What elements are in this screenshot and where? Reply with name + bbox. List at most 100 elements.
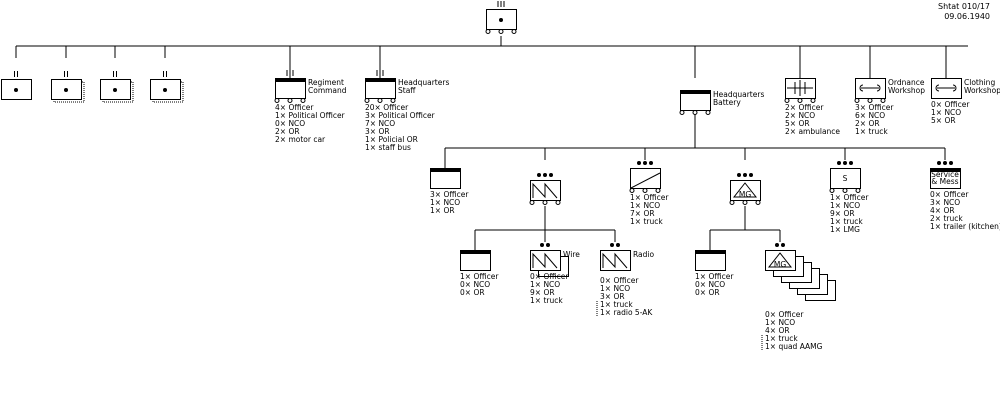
unit-service-mess-pers-line: 4× OR	[930, 206, 955, 215]
unit-sapper-platoon-pers-line: 1× Officer	[830, 193, 869, 202]
unit-headquarters-battery-label: Battery	[713, 98, 741, 107]
unit-service-mess-pers-line: 2× truck	[930, 214, 963, 223]
unit-battalion-3	[100, 71, 134, 103]
unit-service-mess-mark: Service	[931, 170, 959, 179]
unit-battalion-1	[1, 71, 32, 100]
unit-sapper-platoon-pers-line: 9× OR	[830, 209, 855, 218]
unit-sapper-platoon-pers-line: 1× LMG	[830, 225, 860, 234]
unit-ordnance-workshop-pers-line: 2× OR	[855, 119, 880, 128]
unit-ordnance-workshop-label: Ordnance	[888, 78, 925, 87]
unit-radio-squad-pers-line: 1× radio 5-AK	[600, 308, 653, 317]
unit-radio-squad-pers-line: 3× OR	[600, 292, 625, 301]
unit-service-mess-pers-line: 3× NCO	[930, 198, 960, 207]
unit-wire-squad-label: Wire	[563, 250, 580, 259]
unit-radio-squad-pers-line: 0× Officer	[600, 276, 639, 285]
unit-headquarters-staff-pers-line: 1× Policial OR	[365, 135, 418, 144]
unit-clothing-workshop-pers-line: 5× OR	[931, 116, 956, 125]
unit-radio-squad-pers-line: 1× truck	[600, 300, 633, 309]
unit-headquarters-staff-label: Staff	[398, 86, 416, 95]
unit-signal-command-pers-line: 0× NCO	[460, 280, 490, 289]
unit-service-mess-pers-line: 1× trailer (kitchen)	[930, 222, 1000, 231]
unit-headquarters-battery-label: Headquarters	[713, 90, 764, 99]
svg-text:Shtat 010/17: Shtat 010/17	[938, 2, 990, 11]
unit-aa-platoon: MG	[729, 173, 761, 205]
unit-recon-platoon-pers-line: 1× Officer	[630, 193, 669, 202]
unit-recon-platoon-pers-line: 1× truck	[630, 217, 663, 226]
unit-headquarters-staff-pers-line: 1× staff bus	[365, 143, 411, 152]
unit-signal-platoon	[529, 173, 561, 205]
unit-signal-command-pers-line: 1× Officer	[460, 272, 499, 281]
unit-recon-platoon-pers-line: 1× NCO	[630, 201, 660, 210]
unit-radio-squad-pers-line: 1× NCO	[600, 284, 630, 293]
unit-wire-squad-pers-line: 0× Officer	[530, 272, 569, 281]
unit-headquarters-staff-label: Headquarters	[398, 78, 449, 87]
unit-clothing-workshop-label: Clothing	[964, 78, 995, 87]
unit-aa-command-pers-line: 0× OR	[695, 288, 720, 297]
unit-regiment-command-pers-line: 0× NCO	[275, 119, 305, 128]
svg-text:09.06.1940: 09.06.1940	[944, 12, 990, 21]
unit-headquarters-staff-pers-line: 3× Political Officer	[365, 111, 436, 120]
unit-regiment	[485, 1, 517, 34]
unit-aa-mg-squads-pers-line: 1× quad AAMG	[765, 342, 823, 351]
unit-regiment-command-label: Command	[308, 86, 347, 95]
unit-medical-pers-line: 5× OR	[785, 119, 810, 128]
unit-medical-pers-line: 2× ambulance	[785, 127, 840, 136]
unit-service-mess-pers-line: 0× Officer	[930, 190, 969, 199]
unit-service-mess-mark: & Mess	[931, 177, 958, 186]
connector-lines	[15, 36, 968, 250]
unit-regiment-command-pers-line: 2× OR	[275, 127, 300, 136]
unit-headquarters-staff-pers-line: 3× OR	[365, 127, 390, 136]
unit-wire-squad-pers-line: 9× OR	[530, 288, 555, 297]
unit-battalion-4	[150, 71, 184, 103]
unit-clothing-workshop-label: Workshop	[964, 86, 1000, 95]
unit-medical-pers-line: 2× Officer	[785, 103, 824, 112]
unit-aa-mg-squads-pers-line: 1× truck	[765, 334, 798, 343]
unit-battery-command-pers-line: 3× Officer	[430, 190, 469, 199]
unit-aa-mg-squads-pers-line: 0× Officer	[765, 310, 804, 319]
unit-ordnance-workshop-pers-line: 1× truck	[855, 127, 888, 136]
unit-clothing-workshop-pers-line: 0× Officer	[931, 100, 970, 109]
unit-wire-squad-pers-line: 1× NCO	[530, 280, 560, 289]
unit-radio-squad-label: Radio	[633, 250, 654, 259]
unit-aa-platoon-mark: MG	[739, 190, 751, 199]
unit-sapper-platoon-pers-line: 1× truck	[830, 217, 863, 226]
unit-aa-command-pers-line: 1× Officer	[695, 272, 734, 281]
unit-battery-command-pers-line: 1× OR	[430, 206, 455, 215]
header-code: Shtat 010/17	[938, 2, 990, 11]
header-date: 09.06.1940	[944, 12, 990, 21]
unit-aa-mg-squads-mark: MG	[774, 260, 786, 269]
unit-regiment-command-pers-line: 1× Political Officer	[275, 111, 346, 120]
unit-signal-command-pers-line: 0× OR	[460, 288, 485, 297]
unit-regiment-command-pers-line: 2× motor car	[275, 135, 326, 144]
unit-ordnance-workshop-label: Workshop	[888, 86, 925, 95]
unit-battalion-2	[51, 71, 85, 103]
unit-recon-platoon-pers-line: 7× OR	[630, 209, 655, 218]
unit-ordnance-workshop-pers-line: 3× Officer	[855, 103, 894, 112]
unit-regiment-command-label: Regiment	[308, 78, 344, 87]
unit-medical-pers-line: 2× NCO	[785, 111, 815, 120]
unit-aa-mg-squads-pers-line: 1× NCO	[765, 318, 795, 327]
unit-regiment-command-pers-line: 4× Officer	[275, 103, 314, 112]
unit-sapper-platoon-mark: S	[843, 174, 848, 183]
unit-headquarters-staff-pers-line: 20× Officer	[365, 103, 409, 112]
unit-clothing-workshop-pers-line: 1× NCO	[931, 108, 961, 117]
unit-ordnance-workshop-pers-line: 6× NCO	[855, 111, 885, 120]
unit-aa-mg-squads-pers-line: 4× OR	[765, 326, 790, 335]
unit-battery-command-pers-line: 1× NCO	[430, 198, 460, 207]
unit-wire-squad-pers-line: 1× truck	[530, 296, 563, 305]
unit-headquarters-staff-pers-line: 7× NCO	[365, 119, 395, 128]
